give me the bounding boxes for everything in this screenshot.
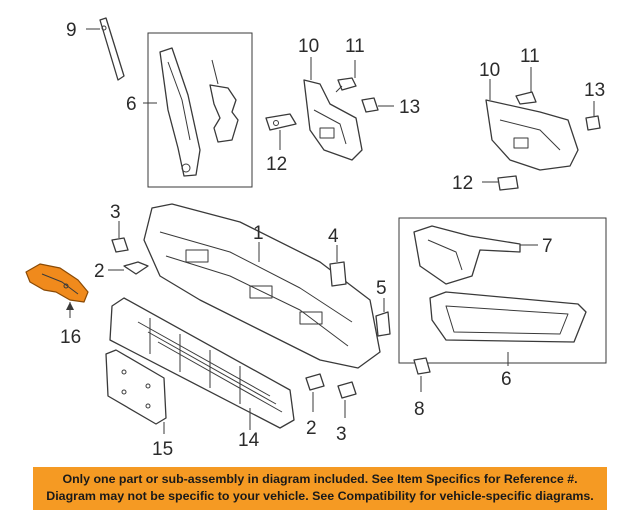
callout-6-right: 6: [501, 369, 512, 390]
part-8-retainer: [413, 357, 431, 375]
part-13-nut-center: [361, 97, 379, 113]
detail-box-right: [398, 217, 607, 364]
part-10-bracket-right: [485, 99, 579, 171]
callout-1: 1: [253, 223, 264, 244]
callout-13-center: 13: [399, 97, 420, 118]
callout-3-left: 3: [110, 202, 121, 223]
callout-9: 9: [66, 20, 77, 41]
part-5-clip: [375, 311, 391, 337]
notice-line-1: Only one part or sub-assembly in diagram…: [62, 472, 578, 486]
part-16-bracket-highlighted: [25, 263, 89, 303]
part-11-bolt-right: [515, 91, 537, 105]
callout-2-lower: 2: [306, 418, 317, 439]
callout-11-center: 11: [345, 36, 365, 57]
part-2-bolt-lower: [305, 373, 325, 391]
part-6-fog-bezel: [429, 291, 587, 343]
part-1-bumper-cover: [143, 203, 381, 369]
part-2-bolt-left: [123, 261, 149, 275]
callout-13-right: 13: [584, 80, 605, 101]
part-7-bracket: [413, 225, 521, 285]
callout-5: 5: [376, 278, 387, 299]
callout-3-lower: 3: [336, 424, 347, 445]
part-14-lower-grille: [109, 297, 295, 429]
callout-15: 15: [152, 439, 173, 460]
callout-14: 14: [238, 430, 260, 451]
callout-10-right: 10: [479, 60, 500, 81]
part-6-left-deflector: [159, 47, 239, 177]
part-15-license-bracket: [105, 349, 167, 425]
callout-2-left: 2: [94, 261, 105, 282]
callout-4: 4: [328, 226, 339, 247]
part-12-clip-right: [497, 175, 519, 191]
callout-7: 7: [542, 236, 553, 257]
part-4-clip: [329, 261, 347, 287]
part-13-nut-right: [585, 115, 601, 131]
detail-box-left: [147, 32, 253, 188]
notice-banner: Only one part or sub-assembly in diagram…: [33, 467, 607, 510]
notice-line-2: Diagram may not be specific to your vehi…: [46, 489, 594, 503]
callout-8: 8: [414, 399, 425, 420]
callout-6-left: 6: [126, 94, 137, 115]
callout-12-right: 12: [452, 173, 473, 194]
part-11-bolt-center: [335, 77, 357, 93]
part-9-strip: [99, 17, 125, 81]
callout-12-center: 12: [266, 154, 287, 175]
part-10-bracket-center: [303, 79, 363, 161]
part-12-clip-center: [265, 113, 297, 131]
callout-16: 16: [60, 327, 81, 348]
part-3-bolt-lower: [337, 381, 357, 399]
part-3-bolt-left: [111, 237, 129, 253]
callout-10-center: 10: [298, 36, 319, 57]
callout-11-right: 11: [520, 46, 540, 67]
